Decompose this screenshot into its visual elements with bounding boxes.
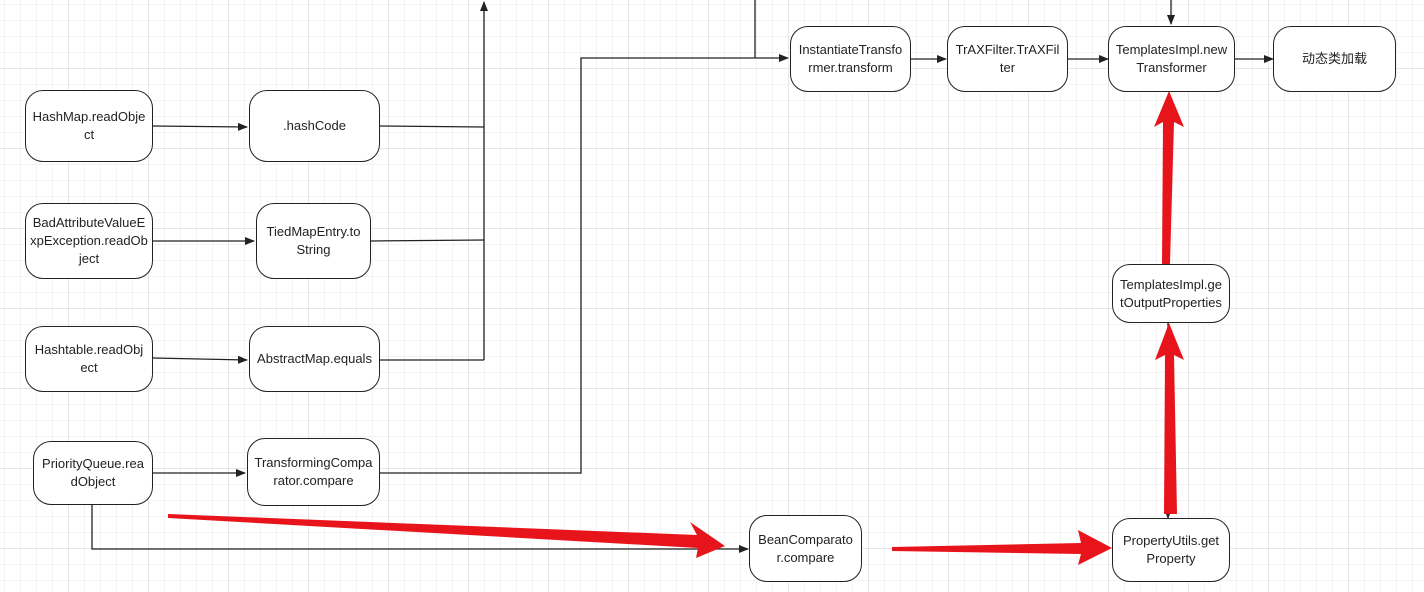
node-hashcode: .hashCode: [249, 90, 380, 162]
node-hashmap-readobject: HashMap.readObject: [25, 90, 153, 162]
red-arrow-getproperty-to-getoutputproperties: [1155, 323, 1184, 514]
node-transformingcomparator-compare: TransformingComparator.compare: [247, 438, 380, 506]
node-templatesimpl-getoutputproperties: TemplatesImpl.getOutputProperties: [1112, 264, 1230, 323]
edge-hashcode-to-merge: [379, 125, 485, 128]
edge-tiedmapentry-to-merge: [370, 239, 485, 242]
node-propertyutils-getproperty: PropertyUtils.getProperty: [1112, 518, 1230, 582]
node-templatesimpl-newtransformer: TemplatesImpl.newTransformer: [1108, 26, 1235, 92]
node-beancomparator-compare: BeanComparator.compare: [749, 515, 862, 582]
edge-hashmap-to-hashcode: [152, 122, 248, 131]
node-priorityqueue-readobject: PriorityQueue.readObject: [33, 441, 153, 505]
edge-hashtable-to-abstractmap: [152, 355, 248, 364]
node-tiedmapentry-tostring: TiedMapEntry.toString: [256, 203, 371, 279]
red-arrow-priorityqueue-to-beancomparator: [168, 514, 725, 558]
node-dynamic-class-loading: 动态类加载: [1273, 26, 1396, 92]
node-abstractmap-equals: AbstractMap.equals: [249, 326, 380, 392]
node-hashtable-readobject: Hashtable.readObject: [25, 326, 153, 392]
node-badattributevalueexpexception-readobject: BadAttributeValueExpException.readObject: [25, 203, 153, 279]
edge-transformingcomparator-to-instantiatetransformer: [380, 54, 789, 474]
node-traxfilter-traxfilter: TrAXFilter.TrAXFilter: [947, 26, 1068, 92]
edge-priorityqueue-to-beancomparator: [91, 505, 749, 553]
red-arrow-beancomparator-to-getproperty: [892, 530, 1112, 565]
node-instantiatetransformer-transform: InstantiateTransformer.transform: [790, 26, 911, 92]
red-arrow-getoutputproperties-to-newtransformer: [1154, 91, 1184, 264]
